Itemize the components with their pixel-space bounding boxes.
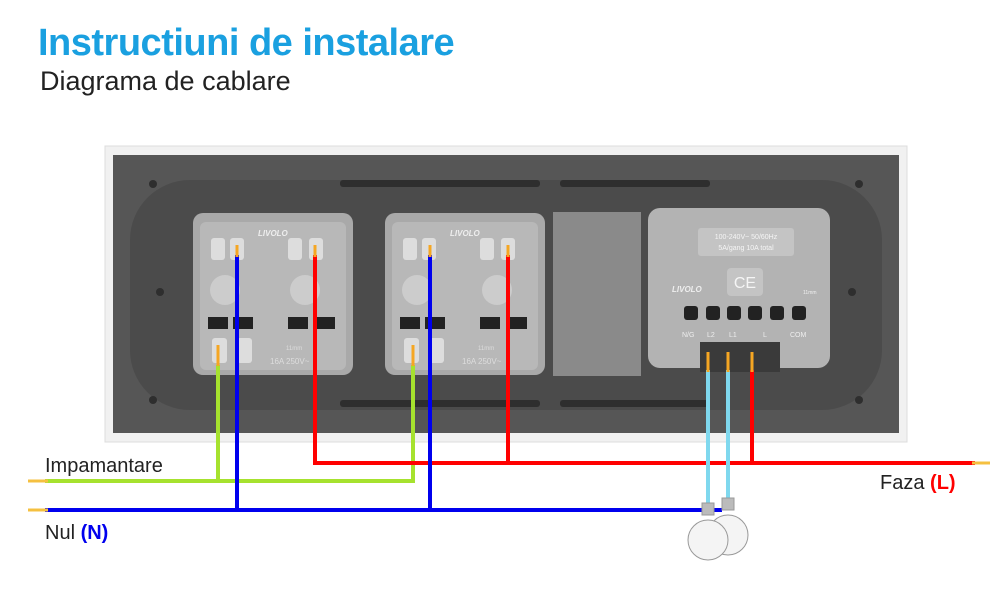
mount-holes — [149, 180, 863, 407]
terminal-l2: L2 — [707, 332, 715, 339]
wires — [28, 245, 990, 512]
ce-mark: CE — [734, 275, 756, 292]
switch-rating-2: 5A/gang 10A total — [718, 245, 774, 252]
neutral-code: (N) — [80, 522, 109, 544]
socket-strip-length: 11mm — [286, 346, 302, 352]
socket-brand: LIVOLO — [450, 229, 481, 238]
socket-brand: LIVOLO — [258, 229, 289, 238]
phase-label: Faza (L) — [880, 472, 956, 495]
terminal-l1: L1 — [729, 332, 737, 339]
phase-wire — [313, 255, 975, 465]
load-wire — [706, 370, 730, 505]
socket-module-2: LIVOLO 16A 250V~ 11mm — [385, 213, 545, 375]
switch-rating-1: 100-240V~ 50/60Hz — [715, 234, 778, 241]
earth-wire — [45, 365, 415, 483]
bulb-icon — [687, 497, 749, 561]
neutral-label-text: Nul — [45, 522, 76, 544]
terminal-com: COM — [790, 332, 807, 339]
terminal-ng: N/G — [682, 332, 694, 339]
socket-rating: 16A 250V~ — [462, 357, 502, 366]
page-title: Instructiuni de instalare — [38, 22, 455, 64]
socket-strip-length: 11mm — [478, 346, 494, 352]
switch-strip-length: 11mm — [803, 290, 817, 296]
page-subtitle: Diagrama de cablare — [40, 66, 291, 96]
switch-brand: LIVOLO — [672, 285, 703, 294]
wire-tips — [28, 245, 990, 512]
neutral-wire — [45, 255, 722, 512]
phase-code: (L) — [930, 472, 956, 494]
phase-label-text: Faza — [880, 472, 925, 494]
blank-module — [553, 212, 641, 376]
socket-rating: 16A 250V~ — [270, 357, 310, 366]
neutral-label: Nul (N) — [45, 522, 108, 545]
terminal-l: L — [763, 332, 767, 339]
earth-label: Impamantare — [45, 455, 163, 477]
switch-module: 100-240V~ 50/60Hz 5A/gang 10A total CE L… — [648, 208, 830, 372]
